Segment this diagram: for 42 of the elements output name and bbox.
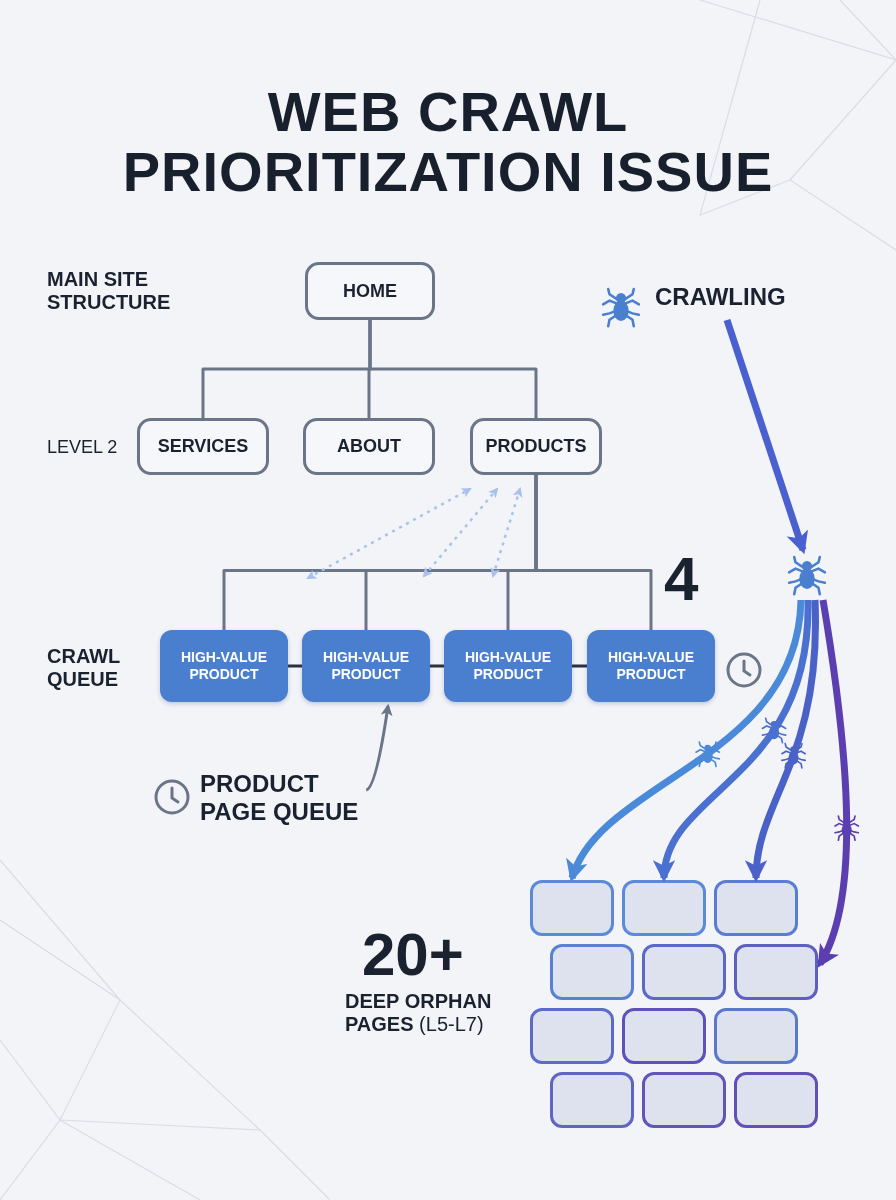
arrow xyxy=(655,599,812,883)
arrow xyxy=(723,318,808,555)
count-number: 4 xyxy=(664,548,699,610)
page-node: ABOUT xyxy=(303,418,435,475)
level-label: LEVEL 2 xyxy=(47,437,118,458)
connector-line xyxy=(572,664,587,668)
page-box xyxy=(622,1008,706,1064)
queue-item: HIGH-VALUE PRODUCT xyxy=(302,630,430,702)
page-box xyxy=(622,880,706,936)
node-label: PRODUCT PAGE QUEUE xyxy=(200,770,361,826)
page-box xyxy=(642,944,726,1000)
arrow xyxy=(816,599,851,968)
arrow xyxy=(365,703,393,792)
arrow xyxy=(568,599,805,883)
connector-line xyxy=(534,475,653,630)
title: WEB CRAWL PRIORITIZATION ISSUE xyxy=(121,82,775,203)
arrow xyxy=(490,487,523,578)
page-node: HOME xyxy=(305,262,435,320)
queue-item: HIGH-VALUE PRODUCT xyxy=(444,630,572,702)
arrow xyxy=(306,487,472,580)
page-node: PRODUCTS xyxy=(470,418,602,475)
page-box xyxy=(734,944,818,1000)
count-number: 20+ xyxy=(362,925,464,985)
section-label: DEEP ORPHAN PAGES (L5-L7) xyxy=(345,990,493,1036)
section-label: MAIN SITE STRUCTURE xyxy=(47,268,172,314)
connector-line xyxy=(288,664,302,668)
page-node: SERVICES xyxy=(137,418,269,475)
queue-item: HIGH-VALUE PRODUCT xyxy=(160,630,288,702)
queue-item: HIGH-VALUE PRODUCT xyxy=(587,630,715,702)
node-label: CRAWLING xyxy=(655,283,788,311)
page-box xyxy=(530,880,614,936)
page-box xyxy=(714,1008,798,1064)
page-box xyxy=(734,1072,818,1128)
arrow xyxy=(422,487,499,578)
page-box xyxy=(714,880,798,936)
connector-line xyxy=(430,664,444,668)
page-box xyxy=(530,1008,614,1064)
arrow xyxy=(746,599,819,883)
page-box xyxy=(550,1072,634,1128)
page-box xyxy=(550,944,634,1000)
page-box xyxy=(642,1072,726,1128)
connector-line xyxy=(368,320,538,418)
